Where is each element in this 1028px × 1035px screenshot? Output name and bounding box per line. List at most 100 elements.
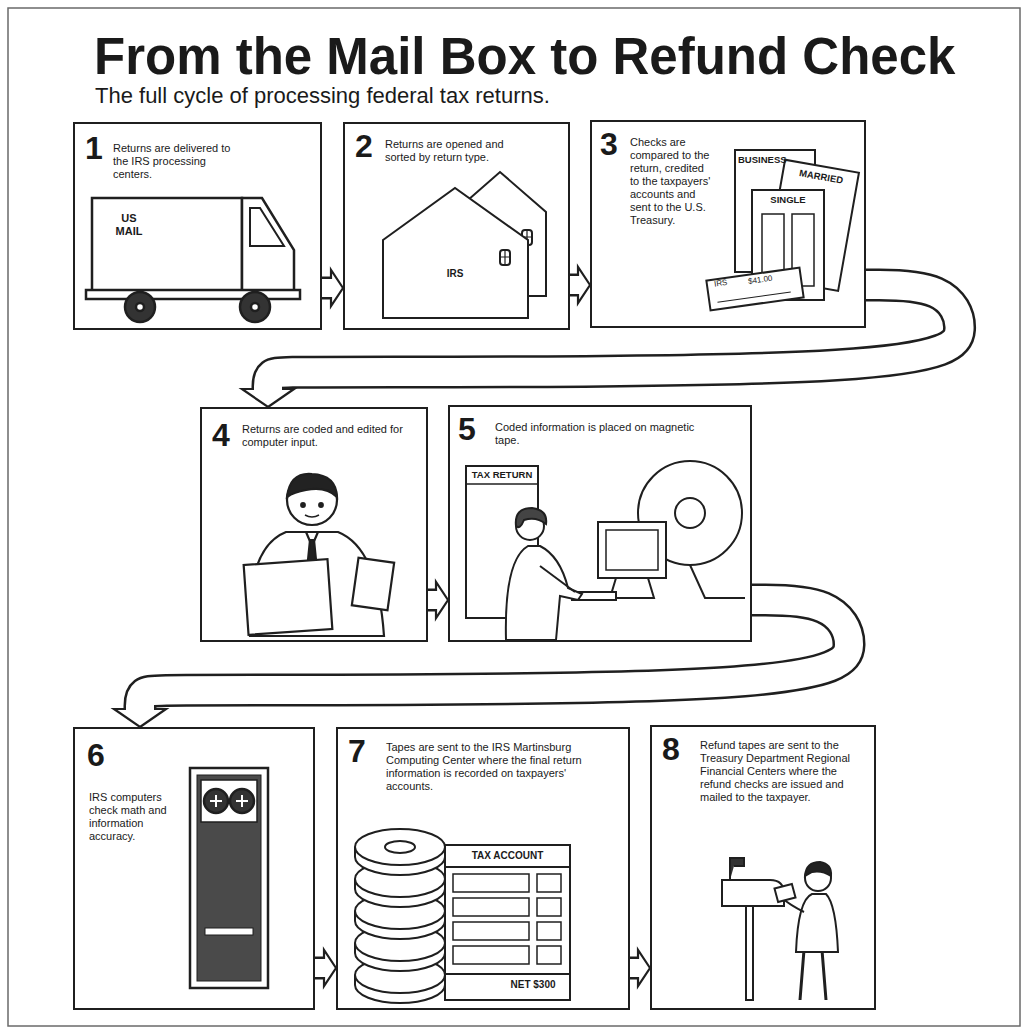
- truck-cab: [242, 198, 294, 292]
- building-window: [500, 250, 510, 265]
- illustration-label: US MAIL: [112, 212, 146, 237]
- flow-arrow: [242, 285, 960, 407]
- account-card: [445, 845, 570, 1000]
- arrow-joint: [636, 959, 641, 977]
- tax-account-card: [445, 845, 570, 1000]
- clerk-mouth: [305, 515, 319, 517]
- arrow-outline: [570, 274, 578, 297]
- refund-envelope: [774, 884, 795, 902]
- step-number: 2: [355, 130, 385, 162]
- page-frame: [8, 8, 1020, 1026]
- step-text: Checks are compared to the return, credi…: [630, 136, 714, 227]
- arrow-outline: [322, 277, 331, 300]
- arrow-joint: [322, 959, 327, 977]
- step-number: 3: [600, 128, 630, 160]
- computer-cabinet: [190, 768, 268, 988]
- monitor: [598, 522, 666, 578]
- flow-arrow: [428, 582, 448, 618]
- irs-building: [383, 172, 546, 318]
- window-bars: [500, 250, 510, 265]
- cabinet-panel: [197, 775, 261, 981]
- arrow-outline: [268, 285, 960, 389]
- arrow-band: [570, 276, 578, 294]
- arrow-head: [324, 950, 336, 986]
- arrow-head: [331, 270, 343, 306]
- arrow-outline: [140, 600, 849, 709]
- tape-stack: [355, 829, 445, 1003]
- sheet-rule: [466, 483, 538, 485]
- illustration-label: TAX ACCOUNT: [447, 850, 568, 862]
- wheel-hub: [136, 303, 144, 311]
- mail-truck: [86, 198, 300, 322]
- arrow-band: [630, 959, 638, 977]
- flow-arrow: [322, 270, 343, 306]
- arrow-joint: [329, 279, 334, 297]
- arrow-joint: [576, 276, 581, 294]
- arrow-outline: [428, 589, 436, 612]
- diagram-caption: The full cycle of processing federal tax…: [95, 85, 550, 107]
- reel-stand: [690, 565, 745, 598]
- card-row: [453, 898, 529, 916]
- arrow-band: [140, 600, 849, 709]
- step-text: IRS computers check math and information…: [89, 791, 181, 843]
- step-number: 6: [87, 739, 117, 771]
- arrow-band: [322, 279, 331, 297]
- monitor-screen: [606, 530, 658, 570]
- operator-hair: [516, 508, 546, 527]
- card-rule: [445, 867, 570, 974]
- arrow-band: [268, 285, 960, 389]
- reel-hub: [675, 498, 705, 528]
- operator-arm: [540, 566, 575, 592]
- clerk-figure: [244, 474, 395, 636]
- step-text: Coded information is placed on magnetic …: [495, 421, 695, 447]
- operator-body: [506, 546, 582, 640]
- illustration-label: TAX RETURN: [466, 470, 538, 481]
- process-box: 1Returns are delivered to the IRS proces…: [73, 122, 322, 330]
- card-row: [453, 922, 529, 940]
- arrow-outline: [630, 957, 638, 980]
- process-box: 6IRS computers check math and informatio…: [73, 727, 315, 1010]
- person-hair: [805, 862, 831, 876]
- process-box: 2Returns are opened and sorted by return…: [343, 122, 570, 330]
- mailbox-post: [746, 905, 753, 1000]
- flow-arrow: [114, 600, 849, 727]
- arrow-outline: [315, 957, 324, 980]
- flow-arrow: [570, 267, 590, 303]
- illustration-label: SINGLE: [756, 195, 820, 206]
- arrow-band: [428, 591, 436, 609]
- process-box: 8Refund tapes are sent to the Treasury D…: [650, 725, 876, 1010]
- reel-spokes: [210, 795, 248, 807]
- truck-wheel: [240, 292, 270, 322]
- step-number: 1: [85, 132, 115, 164]
- flow-arrow: [630, 950, 650, 986]
- arrow-joint: [126, 707, 154, 712]
- card-cell: [537, 922, 561, 940]
- process-box: 7Tapes are sent to the IRS Martinsburg C…: [336, 727, 630, 1010]
- step-number: 8: [662, 733, 692, 765]
- payment-check: [706, 268, 803, 311]
- card-cell: [537, 874, 561, 892]
- return-paper: [244, 559, 333, 635]
- arrow-head: [436, 582, 448, 618]
- truck-body: [92, 198, 242, 292]
- card-cell: [537, 898, 561, 916]
- check-line: [717, 292, 790, 302]
- arrow-joint: [434, 591, 439, 609]
- clerk-eye: [319, 503, 323, 507]
- arrow-head: [114, 709, 166, 727]
- truck-wheel: [125, 292, 155, 322]
- process-box: 4Returns are coded and edited for comput…: [200, 407, 428, 642]
- step-text: Returns are delivered to the IRS process…: [113, 142, 238, 181]
- mailbox-flag: [730, 858, 744, 880]
- wheel-hub: [251, 303, 259, 311]
- step-text: Returns are coded and edited for compute…: [242, 423, 407, 449]
- illustration-label: NET $300: [500, 979, 566, 991]
- step-text: Refund tapes are sent to the Treasury De…: [700, 739, 868, 804]
- step-text: Returns are opened and sorted by return …: [385, 138, 535, 164]
- step-number: 5: [458, 413, 488, 445]
- clerk-hair: [287, 474, 337, 497]
- card-cell: [537, 946, 561, 964]
- reel-hole: [385, 841, 415, 853]
- step-number: 4: [212, 419, 242, 451]
